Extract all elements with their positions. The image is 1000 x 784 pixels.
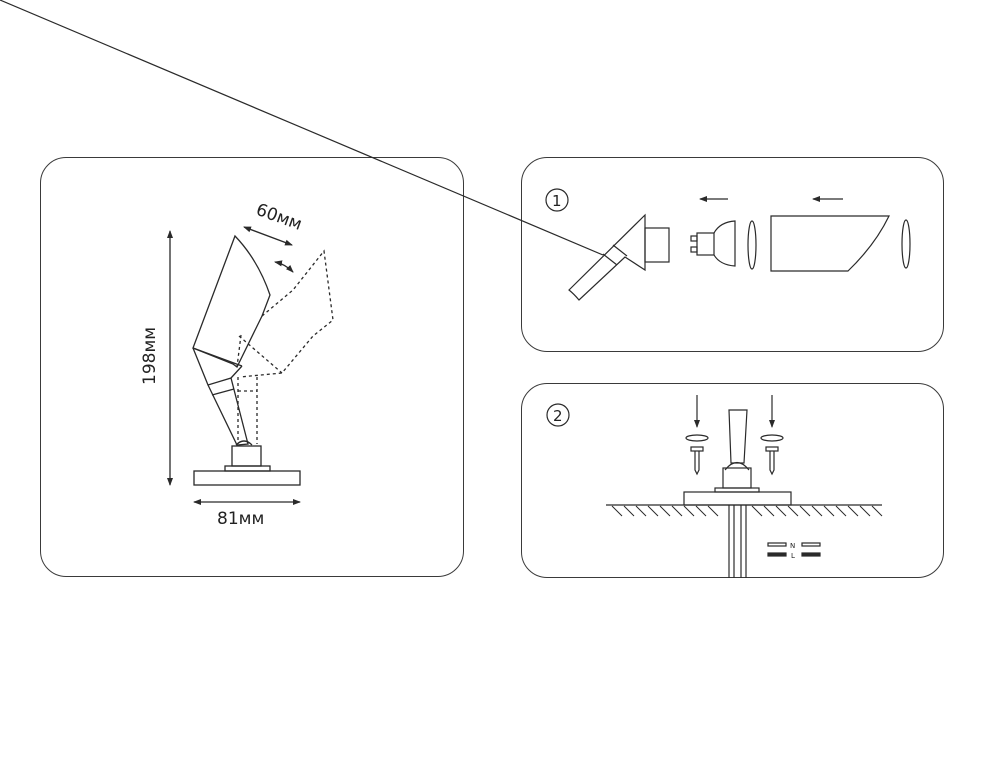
washer-icon — [685, 434, 709, 442]
tilt-arrow-icon — [274, 260, 294, 273]
screw-icon — [765, 446, 779, 452]
step1-drawing — [0, 0, 911, 301]
wire-neutral-icon — [767, 542, 787, 547]
lamp-shade — [770, 215, 890, 272]
step2-number: 2 — [553, 407, 563, 425]
lamp-head-dashed — [236, 249, 334, 444]
wire-neutral-label: N — [790, 542, 795, 550]
step1-panel — [521, 157, 944, 352]
width-label: 81мм — [217, 509, 264, 529]
step1-number-circle — [545, 188, 569, 212]
lamp-head-solid — [192, 234, 271, 368]
head-dimension-arrow — [243, 226, 293, 246]
step2-number-circle — [546, 403, 570, 427]
washer-icon — [760, 434, 784, 442]
rotate-arrow-icon — [901, 219, 911, 269]
lamp-arm — [728, 409, 748, 464]
screw-icon — [690, 446, 704, 452]
step1-number: 1 — [552, 192, 562, 210]
dimension-drawing — [167, 226, 334, 505]
step2-panel — [521, 383, 944, 578]
wire-live-label: L — [791, 552, 795, 560]
wire-live-icon — [767, 552, 787, 557]
head-size-label: 60мм — [253, 200, 304, 235]
rotate-arrow-icon — [747, 220, 757, 270]
step2-drawing — [546, 395, 883, 578]
height-label: 198мм — [140, 327, 160, 385]
